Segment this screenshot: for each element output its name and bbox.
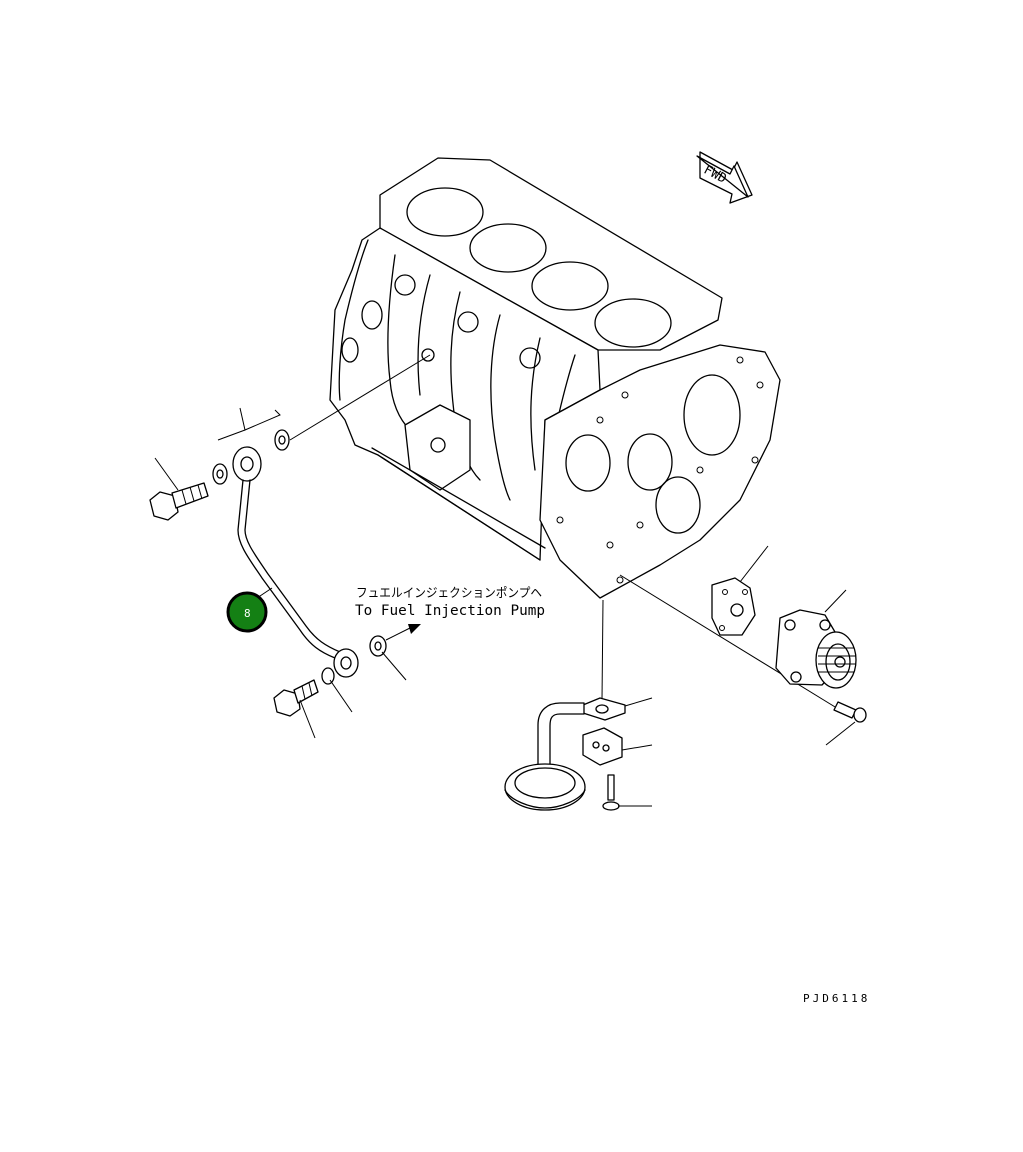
note-en: To Fuel Injection Pump bbox=[355, 603, 545, 619]
callout-8-number: 8 bbox=[244, 607, 251, 620]
banjo-bolt-upper bbox=[149, 457, 209, 521]
note-arrow-icon bbox=[385, 624, 421, 641]
banjo-bolt-lower bbox=[273, 679, 319, 717]
callout-8[interactable]: 8 bbox=[226, 591, 268, 633]
oil-strainer bbox=[504, 599, 653, 811]
pipe-eye-lower bbox=[333, 648, 359, 678]
callout-8-circle[interactable] bbox=[226, 591, 268, 633]
oil-pump bbox=[619, 545, 867, 746]
cylinder-block bbox=[329, 157, 781, 599]
note-jp: フュエルインジェクションポンプヘ bbox=[356, 585, 542, 600]
fwd-arrow-icon: FWD bbox=[696, 151, 753, 204]
drawing-code: PJD6118 bbox=[803, 992, 870, 1005]
gasket-upper-left bbox=[212, 463, 228, 485]
gasket-lower-right bbox=[369, 635, 387, 657]
pipe-eye-upper bbox=[232, 446, 262, 482]
oil-pipe-assembly bbox=[149, 354, 431, 739]
gasket-upper-right bbox=[274, 429, 290, 451]
gasket-lower-left bbox=[321, 667, 335, 685]
destination-note: フュエルインジェクションポンプヘ To Fuel Injection Pump bbox=[355, 585, 545, 641]
